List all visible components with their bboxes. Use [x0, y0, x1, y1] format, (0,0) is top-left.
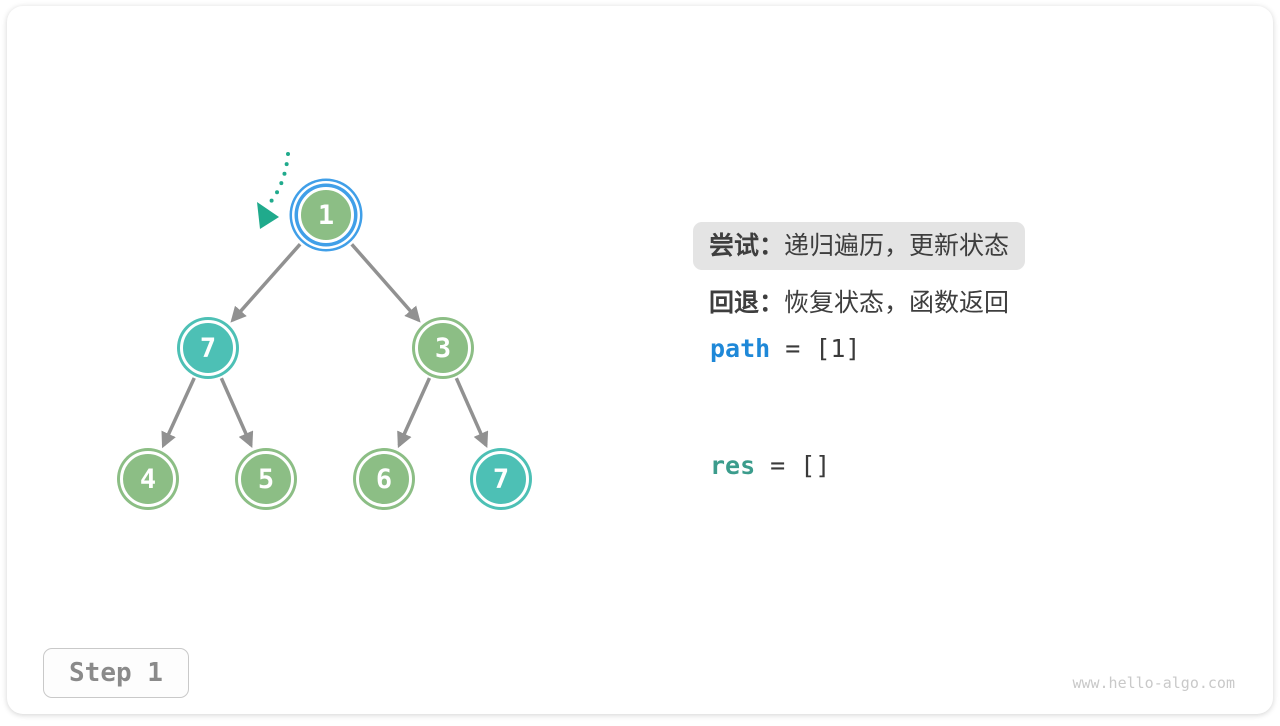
figure-card: 1 7 3 4 5 6 7 尝试：递归遍历，更新状态 回退：恢复状态，函数返回 path = … — [7, 6, 1273, 714]
variable-path: path = [1] — [710, 334, 860, 363]
tree-node-6: 6 — [356, 451, 412, 507]
tree-edge — [163, 378, 194, 445]
tree-edge — [221, 378, 251, 445]
variable-res-value: = [] — [770, 451, 830, 480]
annotation-try: 尝试：递归遍历，更新状态 — [693, 222, 1025, 270]
tree-edge — [399, 378, 429, 445]
annotation-back-text: 恢复状态，函数返回 — [784, 289, 1009, 317]
annotation-back-label: 回退： — [709, 289, 784, 317]
variable-path-keyword: path — [710, 334, 770, 363]
tree-edge — [233, 244, 301, 320]
annotation-try-label: 尝试： — [709, 232, 784, 260]
tree-edge — [456, 378, 486, 445]
step-badge: Step 1 — [43, 648, 189, 698]
variable-path-value: = [1] — [785, 334, 860, 363]
tree-node-3: 3 — [415, 320, 471, 376]
tree-node-5: 5 — [238, 451, 294, 507]
annotation-try-text: 递归遍历，更新状态 — [784, 232, 1009, 260]
tree-node-4: 4 — [120, 451, 176, 507]
variable-res-keyword: res — [710, 451, 755, 480]
variable-res: res = [] — [710, 451, 830, 480]
tree-node-7: 7 — [180, 320, 236, 376]
tree-node-1-current: 1 — [298, 187, 354, 243]
step-badge-label: Step 1 — [69, 658, 163, 688]
watermark: www.hello-algo.com — [1072, 674, 1235, 692]
annotation-back: 回退：恢复状态，函数返回 — [709, 283, 1009, 319]
tree-edge — [352, 244, 419, 320]
tree-node-7: 7 — [473, 451, 529, 507]
